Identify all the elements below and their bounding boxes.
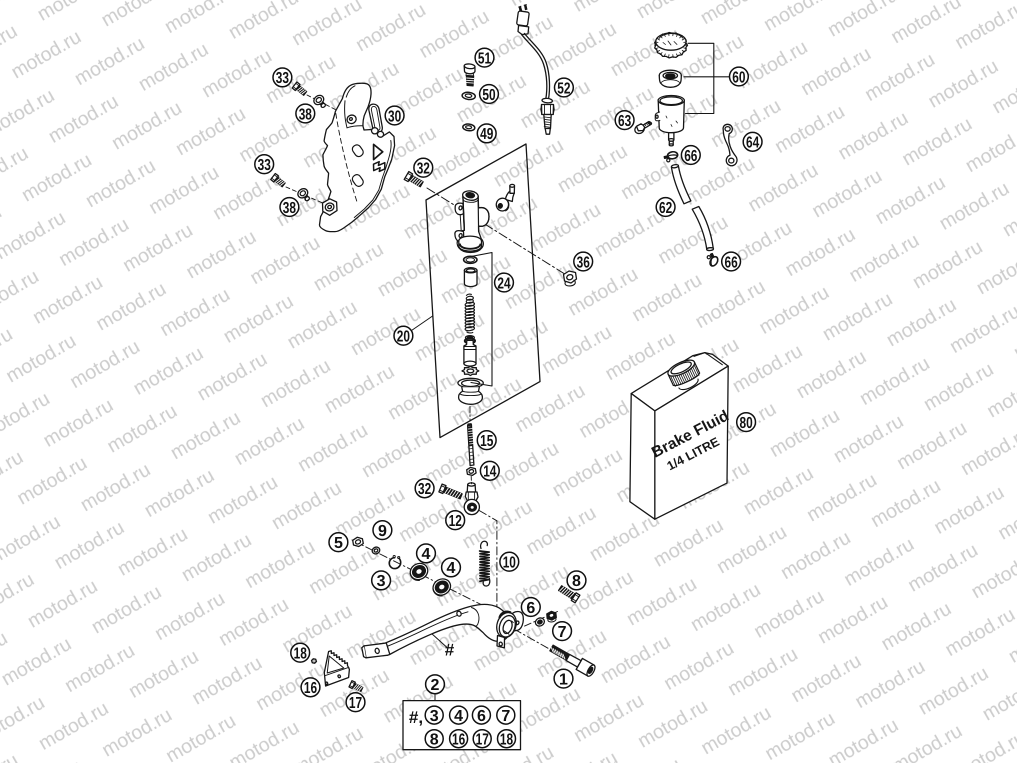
svg-text:33: 33 [258,157,271,174]
svg-text:6: 6 [526,600,535,617]
svg-text:49: 49 [480,126,493,143]
svg-text:8: 8 [430,732,439,749]
svg-text:30: 30 [388,108,401,125]
svg-text:17: 17 [476,732,489,749]
svg-text:4: 4 [454,708,463,725]
svg-text:32: 32 [417,161,430,178]
svg-text:20: 20 [397,329,410,346]
svg-text:12: 12 [449,513,462,530]
svg-text:4: 4 [422,546,431,563]
svg-text:66: 66 [725,254,738,271]
svg-text:18: 18 [294,646,307,663]
svg-text:60: 60 [732,69,745,86]
svg-text:7: 7 [501,708,510,725]
svg-text:5: 5 [334,535,343,552]
svg-text:2: 2 [431,677,440,694]
svg-text:3: 3 [430,708,439,725]
svg-text:6: 6 [477,708,486,725]
svg-text:32: 32 [418,481,431,498]
svg-text:8: 8 [572,573,581,590]
svg-text:16: 16 [304,680,317,697]
svg-text:1: 1 [559,671,568,688]
svg-text:64: 64 [746,135,759,152]
svg-text:14: 14 [483,464,496,481]
svg-text:7: 7 [558,624,567,641]
svg-text:#,: #, [409,708,423,727]
svg-text:16: 16 [452,732,465,749]
svg-text:63: 63 [618,113,631,130]
svg-text:3: 3 [377,573,386,590]
svg-text:10: 10 [503,555,516,572]
svg-text:4: 4 [447,560,456,577]
svg-text:17: 17 [349,695,362,712]
svg-text:38: 38 [299,106,312,123]
svg-text:33: 33 [276,70,289,87]
svg-text:80: 80 [740,415,753,432]
svg-text:62: 62 [659,200,672,217]
svg-text:18: 18 [500,732,513,749]
svg-text:52: 52 [557,80,570,97]
svg-text:51: 51 [478,50,491,67]
svg-text:9: 9 [378,523,387,540]
svg-text:50: 50 [482,87,495,104]
svg-text:15: 15 [480,433,493,450]
svg-text:66: 66 [684,148,697,165]
svg-text:38: 38 [283,200,296,217]
svg-text:24: 24 [497,275,510,292]
svg-text:36: 36 [577,254,590,271]
svg-text:#: # [445,641,455,660]
